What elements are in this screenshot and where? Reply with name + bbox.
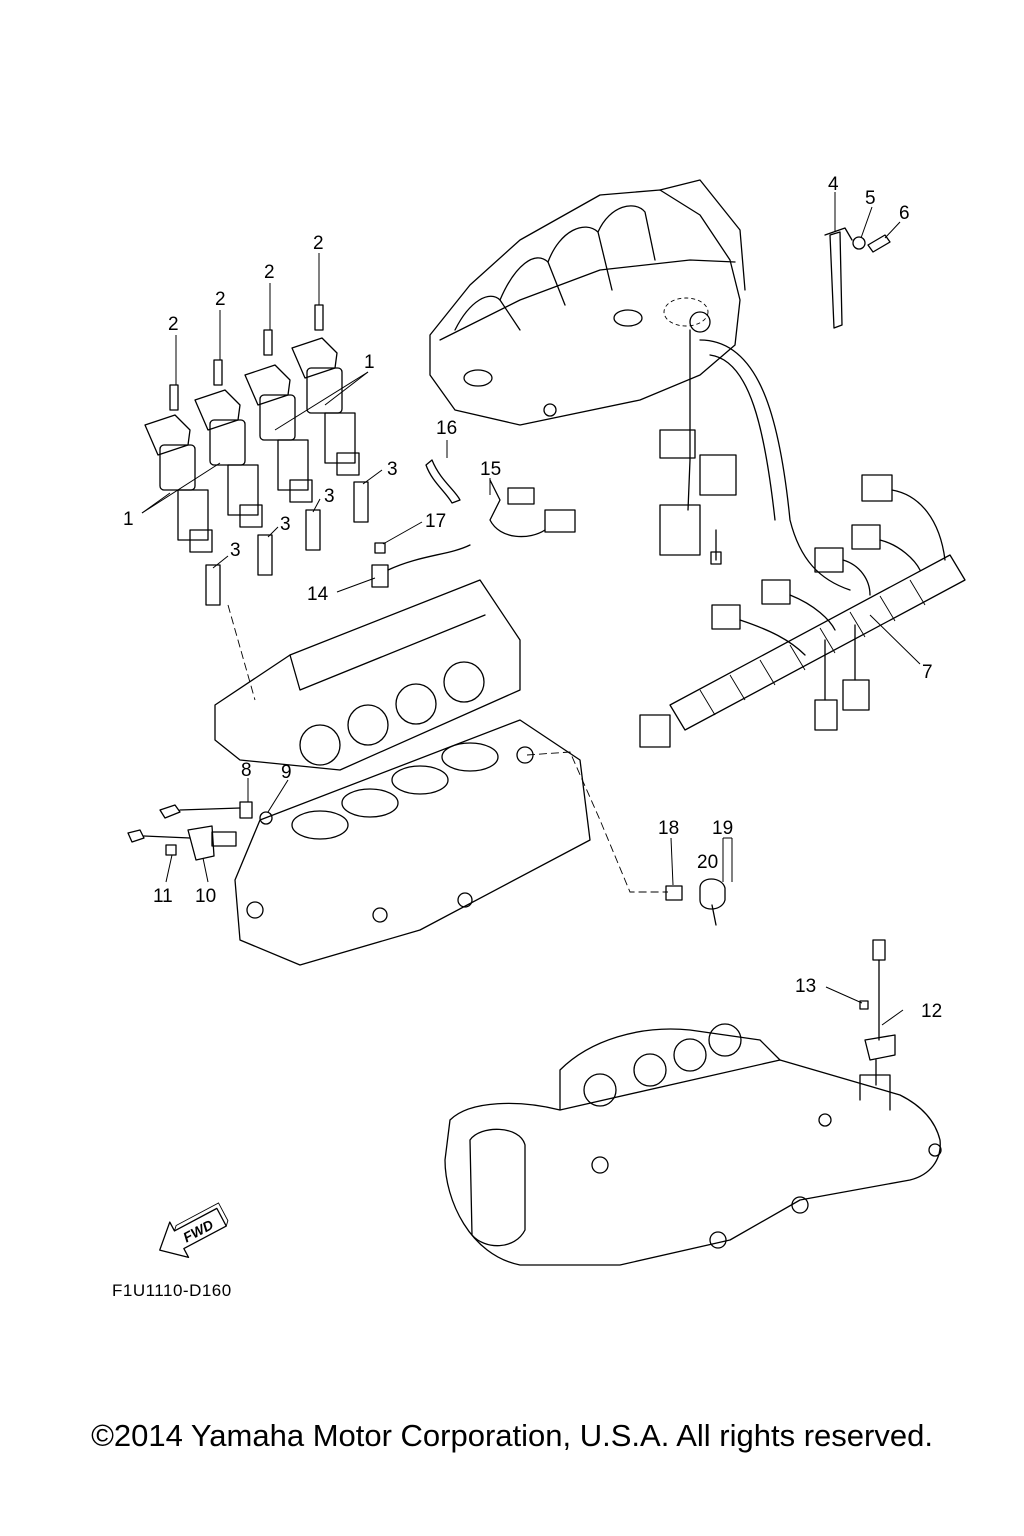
callout-15: 15 [480,459,501,480]
clamp-bolt-drawing [824,227,891,329]
callout-11: 11 [153,886,173,907]
ignition-coil-drawing [144,304,360,553]
callout-8: 8 [241,760,252,781]
callout-16: 16 [436,418,457,439]
callout-1: 1 [123,509,134,530]
callout-13: 13 [795,976,816,997]
callout-4: 4 [828,174,839,195]
callout-6: 6 [899,203,910,224]
copyright-notice: ©2014 Yamaha Motor Corporation, U.S.A. A… [91,1418,933,1453]
callout-2: 2 [264,262,275,283]
callout-2: 2 [168,314,179,335]
engine-block-drawing [214,579,591,966]
callout-2: 2 [215,289,226,310]
callout-numbers: 1 1 2 2 2 2 3 3 3 3 4 5 6 7 8 9 10 11 12… [123,174,942,1022]
wire-harness-drawing [639,329,966,748]
callout-3: 3 [230,540,241,561]
callout-3: 3 [280,514,291,535]
callout-2: 2 [313,233,324,254]
callout-12: 12 [921,1001,942,1022]
callout-17: 17 [425,511,446,532]
exhaust-manifold-drawing [444,939,942,1266]
leader-lines [141,192,921,1026]
intake-manifold-drawing [429,179,746,426]
callout-10: 10 [195,886,216,907]
callout-5: 5 [865,188,876,209]
left-sensors-drawing [127,801,726,926]
sensor-parts-drawing [371,459,576,588]
callout-19: 19 [712,818,733,839]
callout-20: 20 [697,852,718,873]
callout-1: 1 [364,352,375,373]
callout-7: 7 [922,662,933,683]
figure-code: F1U1110-D160 [112,1281,232,1300]
callout-3: 3 [387,459,398,480]
callout-9: 9 [281,762,292,783]
callout-14: 14 [307,584,329,605]
callout-3: 3 [324,486,335,507]
fwd-arrow-icon: FWD [159,1202,229,1259]
spark-plug-drawing [205,481,369,606]
callout-18: 18 [658,818,679,839]
